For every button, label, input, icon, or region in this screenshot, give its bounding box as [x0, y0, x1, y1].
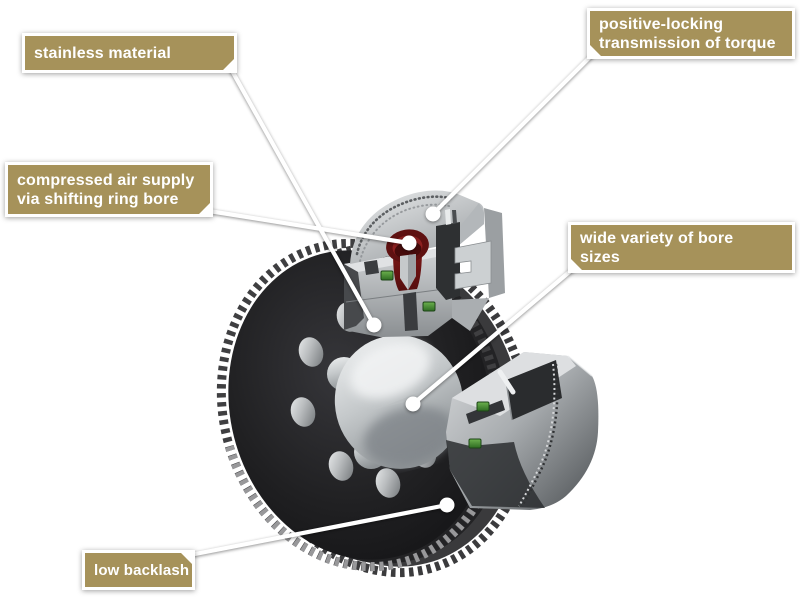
leader-lines: [187, 52, 595, 558]
leader-dot: [439, 497, 455, 513]
seal-green: [380, 270, 394, 281]
callout-wide-variety-bore-sizes: wide variety of bore sizes: [568, 222, 795, 273]
centre-bore: [327, 335, 464, 469]
leader-dot: [401, 235, 417, 251]
leader-line-compressed: [206, 208, 412, 246]
callout-text: via shifting ring bore: [17, 190, 179, 208]
seal-green: [476, 401, 490, 412]
leader-dot: [405, 396, 421, 412]
block-tooth-seam: [520, 363, 559, 507]
callout-text: stainless material: [34, 44, 171, 62]
leader-line-low: [187, 502, 450, 558]
block-pin: [497, 369, 516, 395]
callout-text: low backlash: [94, 561, 190, 579]
callout-compressed-air-supply: compressed air supply via shifting ring …: [5, 162, 213, 217]
leader-dot: [425, 206, 441, 222]
callout-text: positive-locking: [599, 15, 724, 33]
ring-gear: [216, 238, 533, 578]
leader-dot: [366, 317, 382, 333]
callout-text: sizes: [580, 248, 620, 266]
knurl-dots: [355, 195, 455, 256]
leader-line-wide: [410, 265, 577, 407]
callout-positive-locking-torque: positive-locking transmission of torque: [587, 8, 795, 59]
leader-line-stainless: [228, 66, 377, 328]
callout-text: transmission of torque: [599, 34, 776, 52]
seal-green: [468, 438, 482, 449]
callout-low-backlash: low backlash: [82, 550, 195, 590]
callout-text: compressed air supply: [17, 171, 195, 189]
callout-stainless-material: stainless material: [22, 33, 237, 73]
seal-green: [422, 301, 436, 312]
hub-assembly: [344, 190, 505, 337]
shifting-block: [446, 352, 599, 510]
callout-text: wide variety of bore: [580, 229, 734, 247]
block-recess: [506, 360, 562, 420]
leader-line-positive: [430, 52, 595, 217]
